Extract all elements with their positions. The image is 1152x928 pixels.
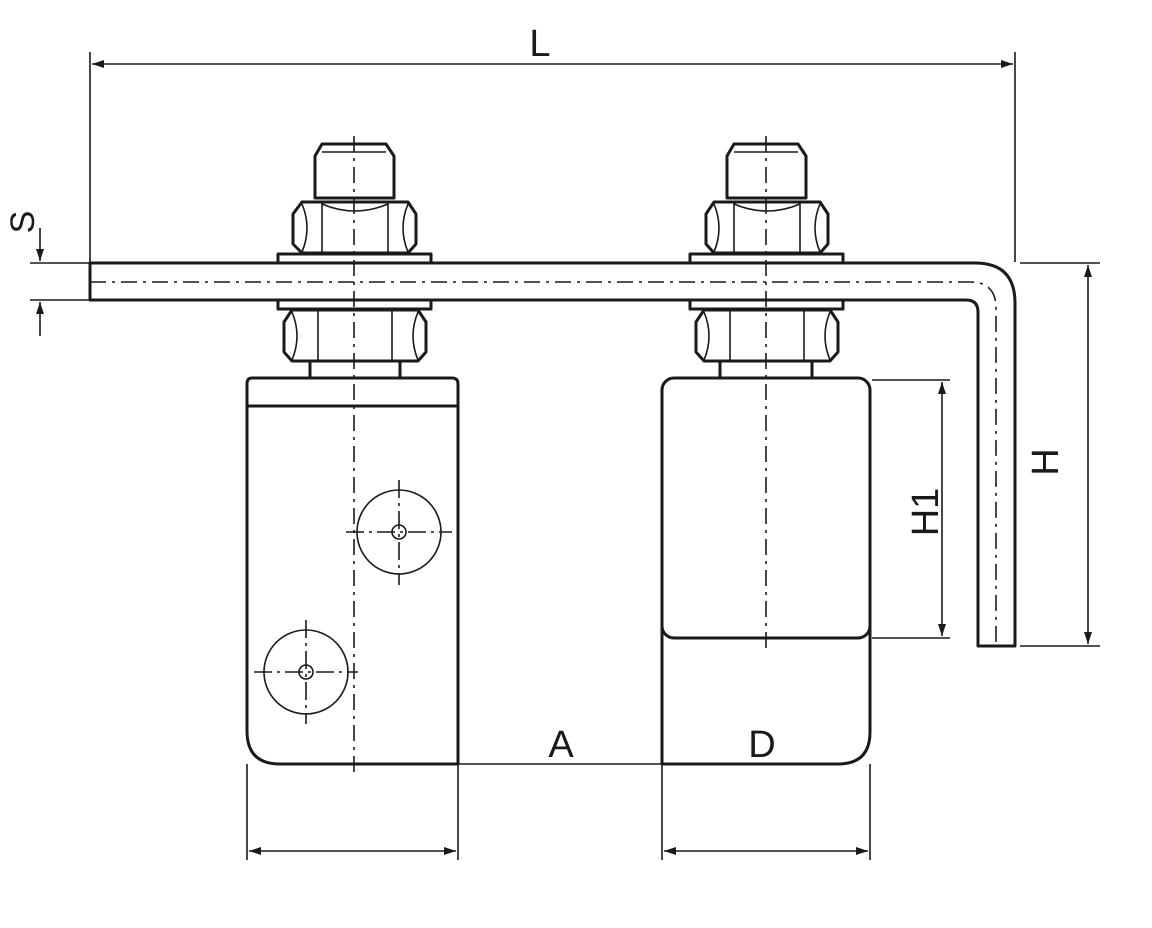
right-lower-nut (694, 308, 840, 363)
right-roller-assembly (660, 136, 872, 766)
dimension-h1: H1 (872, 379, 950, 639)
dimension-l: L (89, 23, 1016, 270)
dimension-d-label: D (748, 724, 775, 766)
dimension-right-width (661, 764, 871, 860)
left-upper-hole (346, 480, 452, 585)
left-neck (308, 359, 402, 381)
dimension-h1-label: H1 (905, 488, 947, 537)
dimension-h: H (1020, 262, 1100, 647)
dimension-s: S (4, 211, 90, 336)
left-lower-nut (282, 308, 428, 363)
right-upper-nut (704, 200, 830, 255)
right-roller-housing (660, 618, 872, 766)
dimension-s-label: S (4, 211, 42, 234)
dimension-left-width (246, 764, 459, 860)
left-roller-housing (245, 376, 460, 766)
bracket-bar (88, 261, 1017, 648)
dimension-a-label: A (548, 724, 574, 766)
dimension-h-label: H (1025, 448, 1067, 475)
dimension-d: D (748, 724, 775, 766)
left-roller-assembly (245, 136, 460, 772)
left-lower-hole (254, 620, 358, 724)
dimension-a: A (458, 724, 662, 766)
dimension-l-label: L (529, 23, 550, 65)
